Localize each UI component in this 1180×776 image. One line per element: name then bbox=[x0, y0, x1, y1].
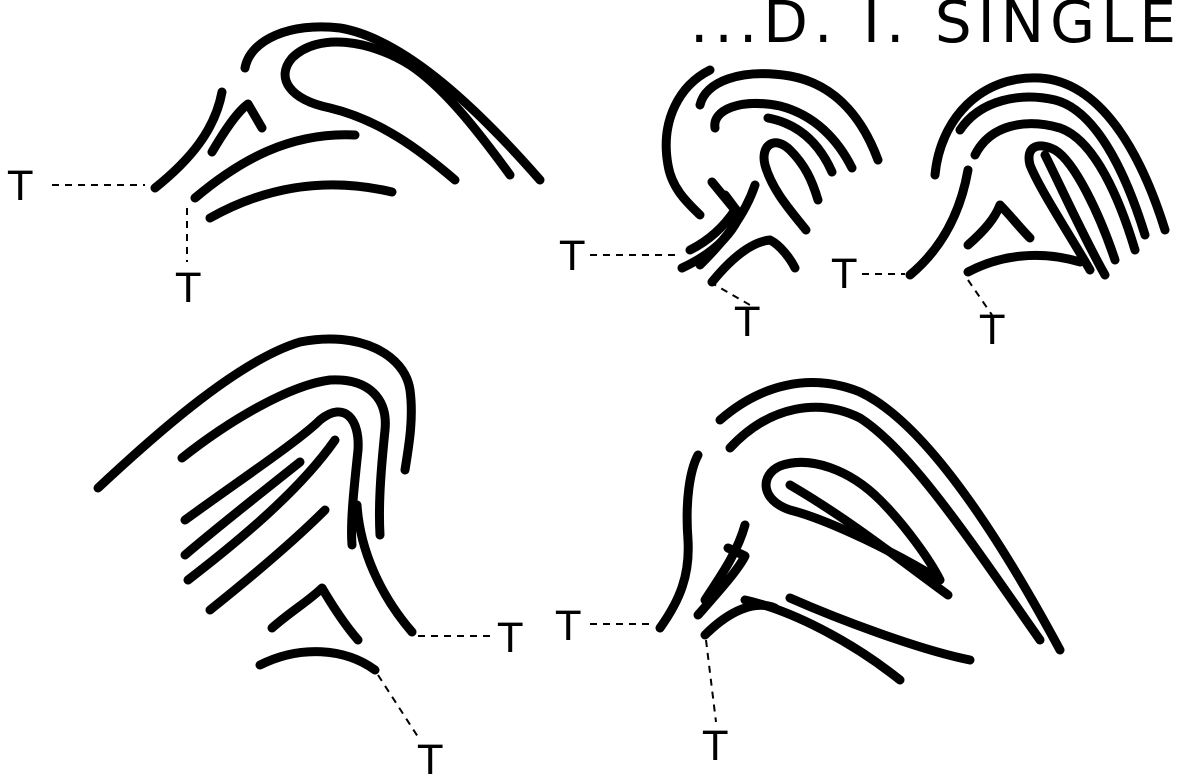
panel-3: T T bbox=[831, 78, 1165, 354]
panel-1-ridge-left-arc bbox=[155, 92, 222, 188]
panel-1-delta-label-bottom: T bbox=[175, 266, 201, 312]
panel-4-delta-label-right: T bbox=[497, 616, 523, 662]
panel-1-delta-label-left: T bbox=[7, 164, 33, 210]
panel-2-ridge-second bbox=[715, 103, 852, 168]
panel-5-ridge-core bbox=[790, 485, 948, 595]
panel-4-ridge-lower bbox=[260, 652, 375, 670]
panel-5-ridge-delta bbox=[698, 548, 745, 615]
panel-5-ridge-left bbox=[660, 455, 698, 628]
panel-2: T T bbox=[559, 70, 878, 346]
panel-4-leader-down bbox=[378, 675, 420, 740]
panel-4: T T bbox=[98, 339, 523, 776]
panel-3-ridge-delta bbox=[968, 205, 1030, 245]
panel-4-ridge-right bbox=[357, 505, 412, 632]
panel-3-ridge-third bbox=[975, 124, 1135, 250]
panel-1: T T bbox=[7, 27, 540, 312]
panel-3-ridge-lower bbox=[968, 255, 1080, 272]
panel-5-delta-label-bottom: T bbox=[702, 724, 728, 770]
panel-5-leader-down bbox=[706, 640, 716, 722]
panel-2-delta-label-left: T bbox=[559, 234, 585, 280]
panel-3-ridge-left bbox=[910, 170, 968, 275]
panel-2-ridge-lower bbox=[712, 240, 795, 282]
panel-5: T T bbox=[555, 383, 1060, 770]
figure-heading: ...D. I. SINGLE RID bbox=[690, 0, 1180, 56]
panel-5-delta-label-left: T bbox=[555, 604, 581, 650]
panel-2-delta-label-bottom: T bbox=[734, 300, 760, 346]
panel-4-delta-label-bottom: T bbox=[417, 738, 443, 776]
panel-3-delta-label-left: T bbox=[831, 252, 857, 298]
panel-3-delta-label-bottom: T bbox=[979, 308, 1005, 354]
panel-2-ridge-inner-loop bbox=[764, 143, 818, 230]
panel-1-ridge-lower bbox=[210, 185, 392, 218]
panel-4-ridge-delta bbox=[272, 588, 358, 640]
